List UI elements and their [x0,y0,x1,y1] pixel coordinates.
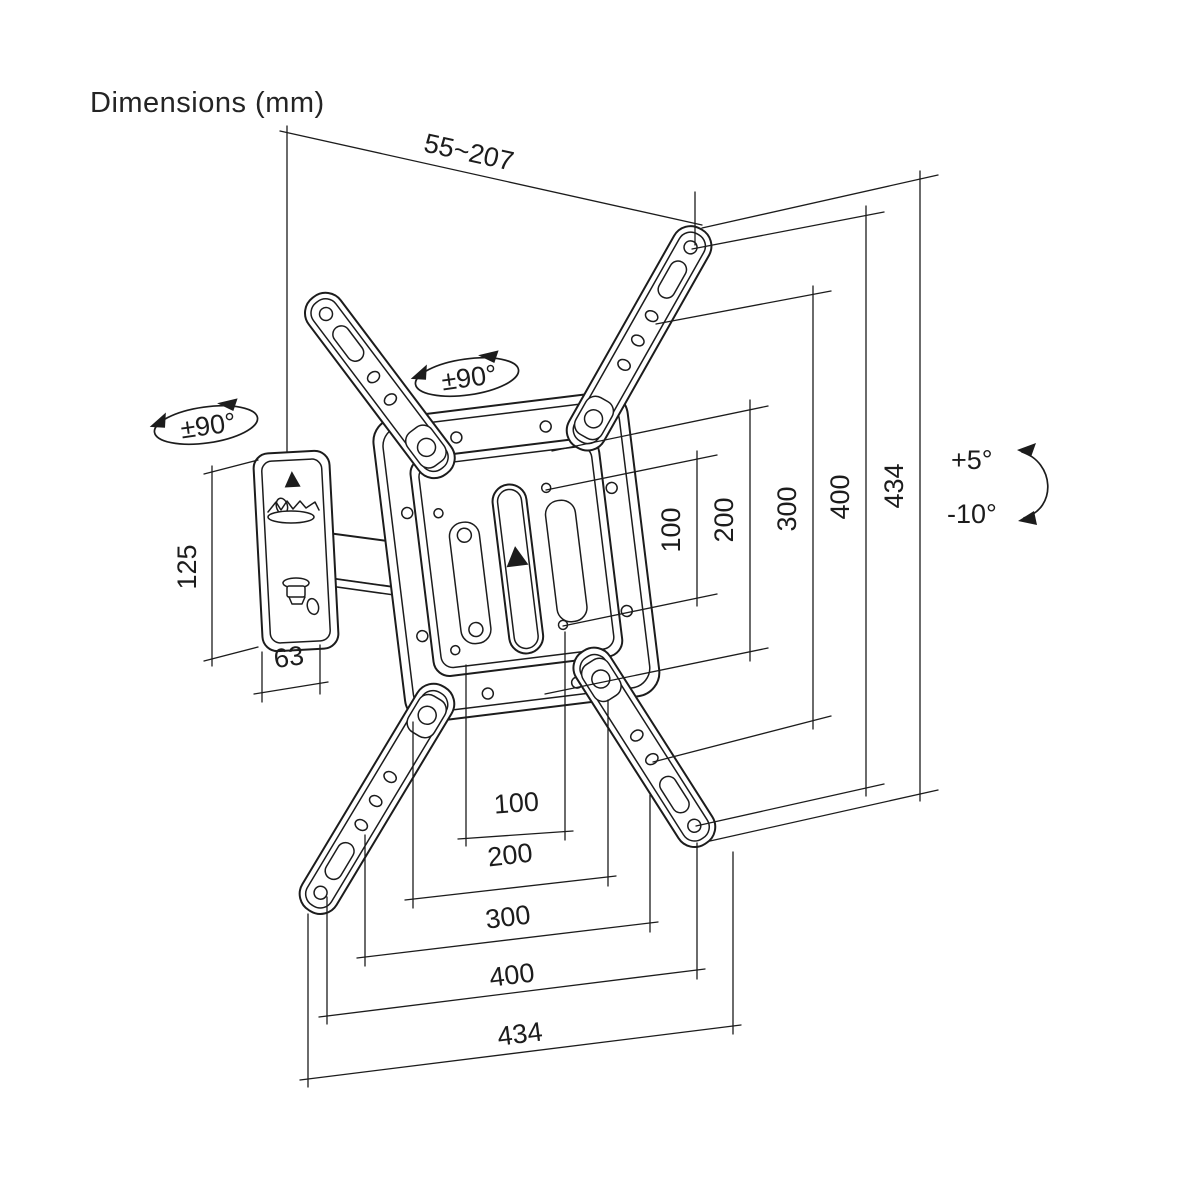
side-slot [544,499,588,623]
swivel-annotation-side: ±90° [149,398,259,446]
rotation-arrow-icon [149,412,166,428]
swivel-annotation-top: ±90° [410,350,520,398]
tilt-annotation: +5° -10° [947,443,1049,529]
dim-v-200-label: 200 [709,497,739,542]
alignment-arrow-icon [284,471,301,488]
dims-bottom-horizontal: 100 200 300 400 434 [299,631,742,1088]
arm-top-left [304,291,456,480]
tilt-arrow-icon [1018,511,1037,525]
dim-depth-range: 55~207 [279,125,703,453]
rotation-arrow-icon [478,350,499,364]
latch-slot [448,521,492,645]
tilt-down-label: -10° [947,499,997,529]
dim-h-100-label: 100 [493,786,540,819]
tilt-up-label: +5° [951,445,993,475]
vesa-holes [400,420,634,700]
dim-v-100-label: 100 [656,507,686,552]
dim-v-434-label: 434 [879,463,909,508]
dim-h-400-label: 400 [488,957,536,992]
dim-v-400-label: 400 [825,474,855,519]
rotation-arrow-icon [217,398,238,412]
dim-wall-plate-height: 125 [172,459,259,667]
alignment-arrow-icon [506,546,529,568]
dims-right-vertical: 434 400 300 200 100 [544,170,939,842]
rotation-arrow-icon [410,364,427,380]
dim-depth-range-label: 55~207 [421,128,516,177]
dim-h-434-label: 434 [496,1016,544,1051]
dim-plate-width-label: 63 [272,640,306,674]
tilt-arrow-icon [1017,443,1036,457]
dim-h-200-label: 200 [486,838,534,873]
arm-bottom-left [298,682,456,915]
hinge-assembly [267,500,320,605]
arm-top-right [565,225,713,452]
page-title: Dimensions (mm) [90,87,325,119]
center-slot [491,483,545,655]
wall-plate [252,449,340,653]
dim-h-300-label: 300 [484,899,532,934]
dim-v-300-label: 300 [772,486,802,531]
vesa-plate [372,391,661,723]
dim-plate-height-label: 125 [172,544,202,589]
arm-bottom-right [572,646,717,849]
dim-wall-plate-width: 63 [253,640,329,703]
